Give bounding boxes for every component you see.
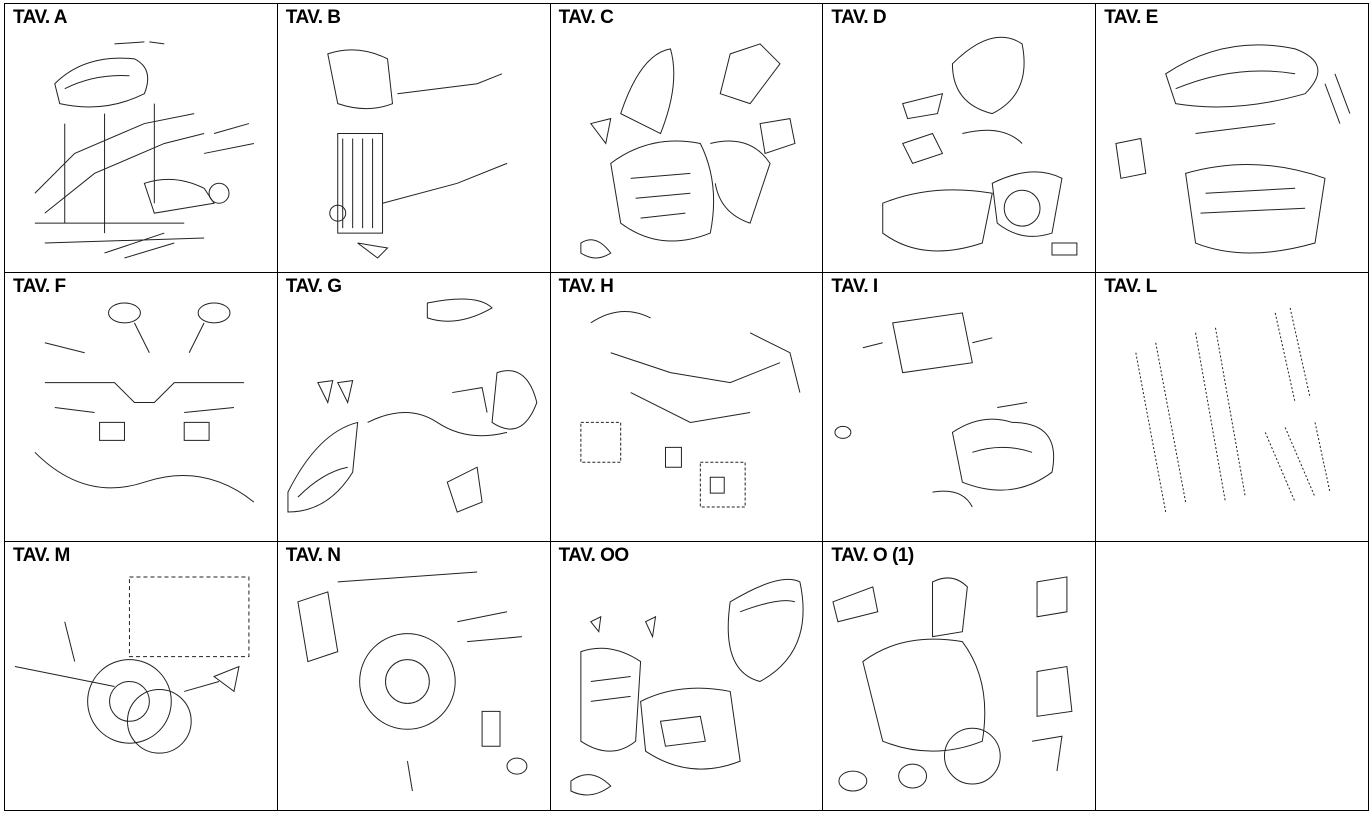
table-cell-tav-f[interactable]: TAV. F xyxy=(5,273,278,542)
exhaust-and-intake-drawing xyxy=(823,273,1095,541)
lights-drawing xyxy=(278,273,550,541)
table-cell-tav-c[interactable]: TAV. C xyxy=(550,4,824,273)
table-cell-tav-i[interactable]: TAV. I xyxy=(823,273,1097,542)
table-cell-tav-h[interactable]: TAV. H xyxy=(550,273,824,542)
front-fairing-drawing xyxy=(551,4,823,272)
table-cell-tav-o-1[interactable]: TAV. O (1) xyxy=(823,542,1097,811)
table-cell-tav-e[interactable]: TAV. E xyxy=(1096,4,1369,273)
seat-and-helmet-box-drawing xyxy=(1096,4,1368,272)
table-title: TAV. E xyxy=(1104,7,1158,28)
electrical-system-drawing xyxy=(551,273,823,541)
front-fork-drawing xyxy=(1096,273,1368,541)
table-cell-tav-a[interactable]: TAV. A xyxy=(5,4,278,273)
table-title: TAV. I xyxy=(831,276,878,297)
table-cell-tav-n[interactable]: TAV. N xyxy=(277,542,551,811)
table-title: TAV. OO xyxy=(558,545,630,566)
table-cell-tav-g[interactable]: TAV. G xyxy=(277,273,551,542)
table-title: TAV. C xyxy=(558,7,614,28)
rear-wheel-and-brake-drawing xyxy=(278,542,550,810)
table-title: TAV. D xyxy=(831,7,887,28)
frame-exploded-drawing xyxy=(5,4,277,272)
parts-catalogue-grid: TAV. A TAV. B TAV. C xyxy=(4,3,1369,811)
front-wheel-and-brake-drawing xyxy=(5,542,277,810)
table-title: TAV. M xyxy=(13,545,70,566)
table-cell-tav-oo[interactable]: TAV. OO xyxy=(550,542,824,811)
empty-cell xyxy=(1096,542,1369,811)
table-title: TAV. F xyxy=(13,276,66,297)
table-title: TAV. B xyxy=(285,7,341,28)
body-panels-set-drawing xyxy=(551,542,823,810)
table-title: TAV. H xyxy=(558,276,614,297)
table-cell-tav-b[interactable]: TAV. B xyxy=(277,4,551,273)
table-title: TAV. L xyxy=(1104,276,1157,297)
table-title: TAV. N xyxy=(285,545,341,566)
table-cell-tav-l[interactable]: TAV. L xyxy=(1096,273,1369,542)
table-cell-tav-d[interactable]: TAV. D xyxy=(823,4,1097,273)
cooling-system-drawing xyxy=(278,4,550,272)
accessories-drawing xyxy=(823,542,1095,810)
table-title: TAV. A xyxy=(13,7,68,28)
side-panels-drawing xyxy=(823,4,1095,272)
table-title: TAV. O (1) xyxy=(831,545,914,566)
handlebar-and-mirrors-drawing xyxy=(5,273,277,541)
table-title: TAV. G xyxy=(285,276,342,297)
table-cell-tav-m[interactable]: TAV. M xyxy=(5,542,278,811)
